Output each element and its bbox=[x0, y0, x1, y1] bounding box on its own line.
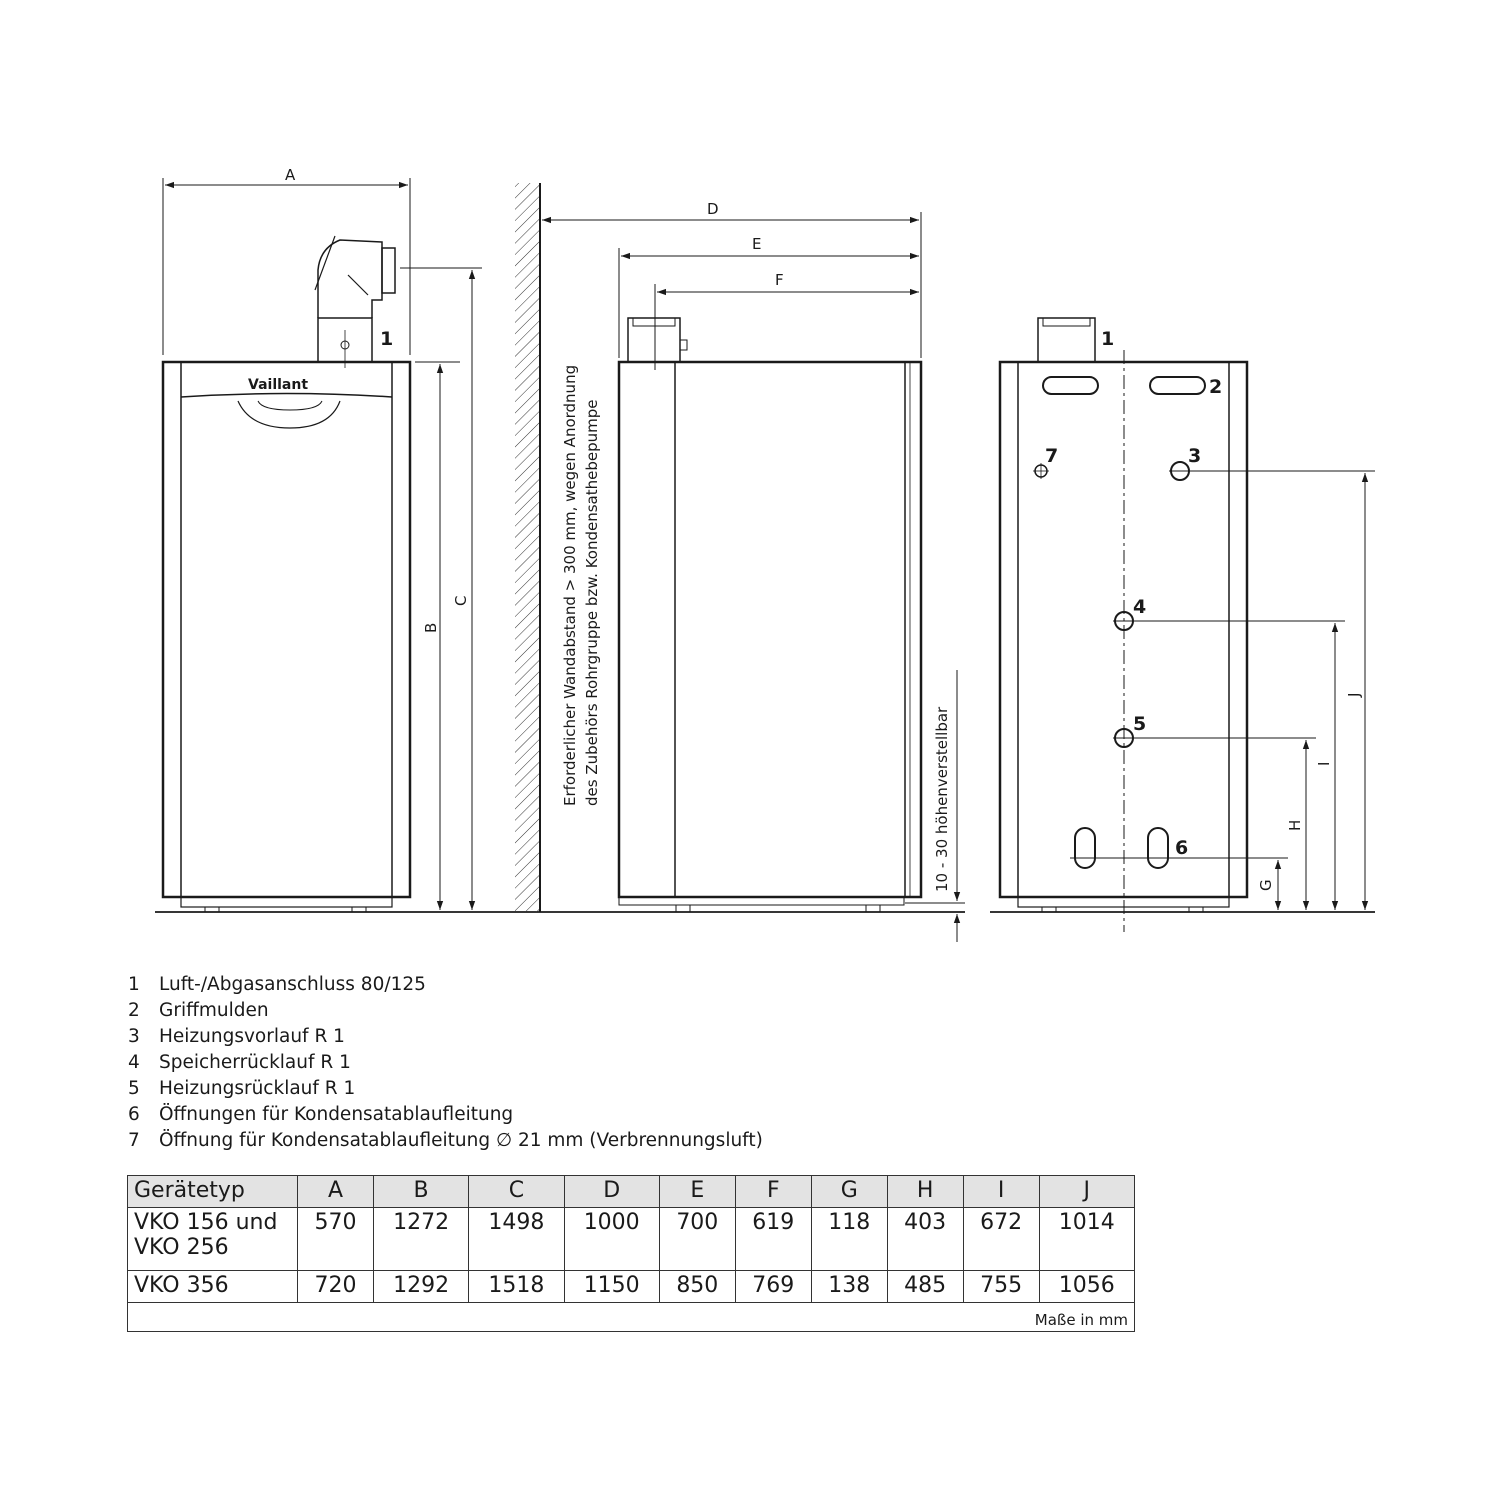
wall-distance-note-2: des Zubehörs Rohrgruppe bzw. Kondensathe… bbox=[583, 400, 601, 807]
table-cell: 1150 bbox=[563, 1270, 660, 1303]
legend-text: Griffmulden bbox=[159, 1000, 269, 1021]
dim-label-b: B bbox=[422, 623, 440, 633]
wall bbox=[515, 183, 541, 912]
table-cell: 769 bbox=[734, 1270, 812, 1303]
legend-text: Luft-/Abgasanschluss 80/125 bbox=[159, 974, 426, 995]
legend-text: Öffnung für Kondensatablaufleitung ∅ 21 … bbox=[159, 1130, 763, 1151]
table-cell: 720 bbox=[297, 1270, 374, 1303]
callout-1-front: 1 bbox=[380, 328, 393, 350]
wall-distance-note: Erforderlicher Wandabstand > 300 mm, weg… bbox=[561, 365, 579, 806]
table-cell: 1498 bbox=[468, 1207, 565, 1271]
callout-1-back: 1 bbox=[1101, 328, 1114, 350]
dim-label-i: I bbox=[1315, 762, 1333, 766]
table-cell: 403 bbox=[886, 1207, 964, 1271]
table-header: A bbox=[297, 1175, 374, 1208]
dimensions-table: Gerätetyp A B C D E F G H I J VKO 156 un… bbox=[127, 1175, 1136, 1332]
callout-6: 6 bbox=[1175, 837, 1188, 859]
legend-number: 6 bbox=[128, 1104, 140, 1125]
dim-label-j: J bbox=[1345, 693, 1363, 698]
table-cell: 700 bbox=[658, 1207, 736, 1271]
legend-item: 2 Griffmulden bbox=[128, 998, 763, 1024]
table-cell: 570 bbox=[297, 1207, 374, 1271]
side-view bbox=[540, 212, 965, 942]
dim-label-a: A bbox=[285, 166, 296, 184]
legend-number: 3 bbox=[128, 1026, 140, 1047]
legend-item: 4 Speicherrücklauf R 1 bbox=[128, 1050, 763, 1076]
legend-text: Speicherrücklauf R 1 bbox=[159, 1052, 351, 1073]
table-cell: 1518 bbox=[468, 1270, 565, 1303]
table-cell: 1292 bbox=[372, 1270, 470, 1303]
table-header: F bbox=[734, 1175, 812, 1208]
dim-label-c: C bbox=[452, 596, 470, 606]
legend-number: 2 bbox=[128, 1000, 140, 1021]
legend-item: 7 Öffnung für Kondensatablaufleitung ∅ 21… bbox=[128, 1128, 763, 1154]
callout-7: 7 bbox=[1045, 445, 1058, 467]
height-adjust-note: 10 - 30 höhenverstellbar bbox=[933, 706, 951, 892]
units-note: Maße in mm bbox=[127, 1302, 1135, 1332]
legend-text: Öffnungen für Kondensatablaufleitung bbox=[159, 1104, 514, 1125]
back-view bbox=[990, 317, 1375, 932]
dim-label-g: G bbox=[1257, 879, 1275, 891]
table-cell: 138 bbox=[810, 1270, 888, 1303]
legend-item: 1 Luft-/Abgasanschluss 80/125 bbox=[128, 972, 763, 998]
table-header: C bbox=[468, 1175, 565, 1208]
table-cell: 755 bbox=[962, 1270, 1040, 1303]
table-header: B bbox=[372, 1175, 470, 1208]
table-header: H bbox=[886, 1175, 964, 1208]
table-header: I bbox=[962, 1175, 1040, 1208]
table-cell: 1014 bbox=[1038, 1207, 1136, 1271]
callout-5: 5 bbox=[1133, 713, 1146, 735]
brand-logo: Vaillant bbox=[248, 377, 308, 393]
front-view bbox=[155, 178, 540, 913]
table-cell: 485 bbox=[886, 1270, 964, 1303]
table-cell: 619 bbox=[734, 1207, 812, 1271]
legend-item: 3 Heizungsvorlauf R 1 bbox=[128, 1024, 763, 1050]
table-header: J bbox=[1038, 1175, 1136, 1208]
table-cell: 118 bbox=[810, 1207, 888, 1271]
legend-number: 4 bbox=[128, 1052, 140, 1073]
table-cell: VKO 356 bbox=[127, 1270, 298, 1303]
legend-number: 5 bbox=[128, 1078, 140, 1099]
dim-label-d: D bbox=[707, 200, 719, 218]
table-header: D bbox=[563, 1175, 660, 1208]
table-cell: VKO 156 und VKO 256 bbox=[127, 1207, 298, 1271]
table-row: VKO 356 720 1292 1518 1150 850 769 138 4… bbox=[127, 1270, 1136, 1303]
table-cell: 850 bbox=[658, 1270, 736, 1303]
legend-text: Heizungsrücklauf R 1 bbox=[159, 1078, 356, 1099]
table-cell: 1000 bbox=[563, 1207, 660, 1271]
dim-label-h: H bbox=[1286, 820, 1304, 831]
dimension-drawing: Vaillant A B C D E F G H I J Erforderlic… bbox=[155, 166, 1375, 942]
dim-label-f: F bbox=[775, 271, 784, 289]
dim-label-e: E bbox=[752, 235, 761, 253]
callout-3: 3 bbox=[1188, 445, 1201, 467]
legend-text: Heizungsvorlauf R 1 bbox=[159, 1026, 345, 1047]
legend-item: 6 Öffnungen für Kondensatablaufleitung bbox=[128, 1102, 763, 1128]
table-header: G bbox=[810, 1175, 888, 1208]
table-header: E bbox=[658, 1175, 736, 1208]
callout-2: 2 bbox=[1209, 376, 1222, 398]
table-header: Gerätetyp bbox=[127, 1175, 298, 1208]
table-cell: 1272 bbox=[372, 1207, 470, 1271]
legend-number: 7 bbox=[128, 1130, 140, 1151]
table-header-row: Gerätetyp A B C D E F G H I J bbox=[127, 1175, 1136, 1208]
legend: 1 Luft-/Abgasanschluss 80/125 2 Griffmulde… bbox=[128, 972, 763, 1154]
legend-item: 5 Heizungsrücklauf R 1 bbox=[128, 1076, 763, 1102]
callout-4: 4 bbox=[1133, 596, 1146, 618]
table-footer-row: Maße in mm bbox=[127, 1302, 1135, 1332]
legend-number: 1 bbox=[128, 974, 140, 995]
table-cell: 1056 bbox=[1038, 1270, 1136, 1303]
table-cell: 672 bbox=[962, 1207, 1040, 1271]
table-row: VKO 156 und VKO 256 570 1272 1498 1000 7… bbox=[127, 1207, 1136, 1271]
